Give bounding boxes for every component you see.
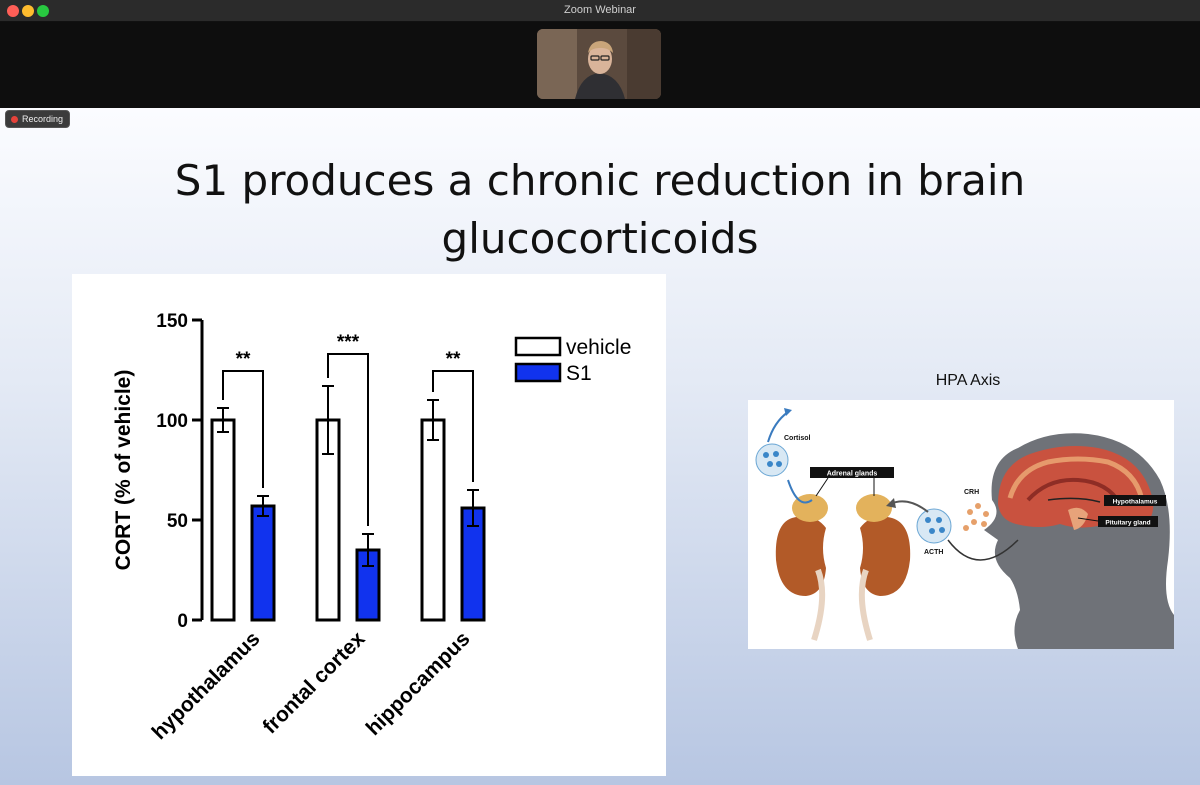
crh-label: CRH — [964, 489, 979, 496]
kidney-left — [775, 494, 828, 641]
significance-bracket — [222, 370, 264, 488]
bar-s1-hypothalamus — [250, 504, 276, 622]
x-tick-label: hippocampus — [362, 627, 475, 740]
cortisol-molecule — [755, 443, 789, 477]
x-tick-label: frontal cortex — [258, 627, 369, 738]
cortisol-label: Cortisol — [784, 435, 811, 442]
participant-video-tile[interactable] — [537, 29, 661, 99]
significance-stars: *** — [337, 332, 360, 353]
kidney-right — [856, 494, 911, 641]
slide-title-line-1: S1 produces a chronic reduction in brain — [174, 156, 1026, 205]
participant-silhouette-icon — [537, 29, 661, 99]
recording-label: Recording — [22, 114, 64, 124]
significance-bracket — [432, 370, 474, 482]
acth-label: ACTH — [924, 549, 943, 556]
y-tick-label: 100 — [156, 411, 188, 432]
hypothalamus-label: Hypothalamus — [1113, 499, 1158, 506]
hpa-illustration: Adrenal glands Cortisol ACTH CRH Hypotha… — [755, 408, 1174, 649]
recording-indicator[interactable]: Recording — [5, 110, 71, 128]
video-strip — [0, 22, 1200, 108]
crh-dots — [963, 503, 989, 531]
significance-bracket — [327, 353, 369, 526]
legend-swatch-vehicle — [514, 336, 562, 357]
slide-title-line-2: glucocorticoids — [441, 214, 759, 263]
title-bar: Zoom Webinar — [0, 0, 1200, 22]
shared-slide: S1 produces a chronic reduction in brain… — [0, 108, 1200, 785]
legend-label: vehicle — [566, 336, 631, 359]
adrenal-glands-label: Adrenal glands — [827, 471, 878, 478]
y-tick-label: 50 — [167, 511, 188, 532]
maximize-window-button[interactable] — [37, 5, 49, 17]
slide-title: S1 produces a chronic reduction in brain… — [100, 152, 1100, 268]
y-tick-label: 0 — [177, 611, 188, 632]
hpa-axis-diagram: Adrenal glands Cortisol ACTH CRH Hypotha… — [748, 400, 1174, 649]
legend-swatch-s1 — [514, 362, 562, 383]
significance-stars: ** — [236, 349, 251, 370]
significance-stars: ** — [446, 349, 461, 370]
bar-vehicle-hypothalamus — [210, 418, 236, 622]
pituitary-gland-label: Pituitary gland — [1105, 520, 1150, 527]
bar-vehicle-hippocampus — [420, 418, 446, 622]
hpa-axis-title: HPA Axis — [935, 372, 1001, 389]
close-window-button[interactable] — [7, 5, 19, 17]
y-axis-label: CORT (% of vehicle) — [112, 370, 135, 571]
acth-molecule — [916, 508, 952, 544]
recording-dot-icon — [11, 115, 18, 123]
x-tick-label: hypothalamus — [148, 627, 265, 744]
y-tick-label: 150 — [156, 311, 188, 332]
minimize-window-button[interactable] — [22, 5, 34, 17]
legend-label: S1 — [566, 362, 592, 385]
window-title: Zoom Webinar — [564, 4, 636, 16]
